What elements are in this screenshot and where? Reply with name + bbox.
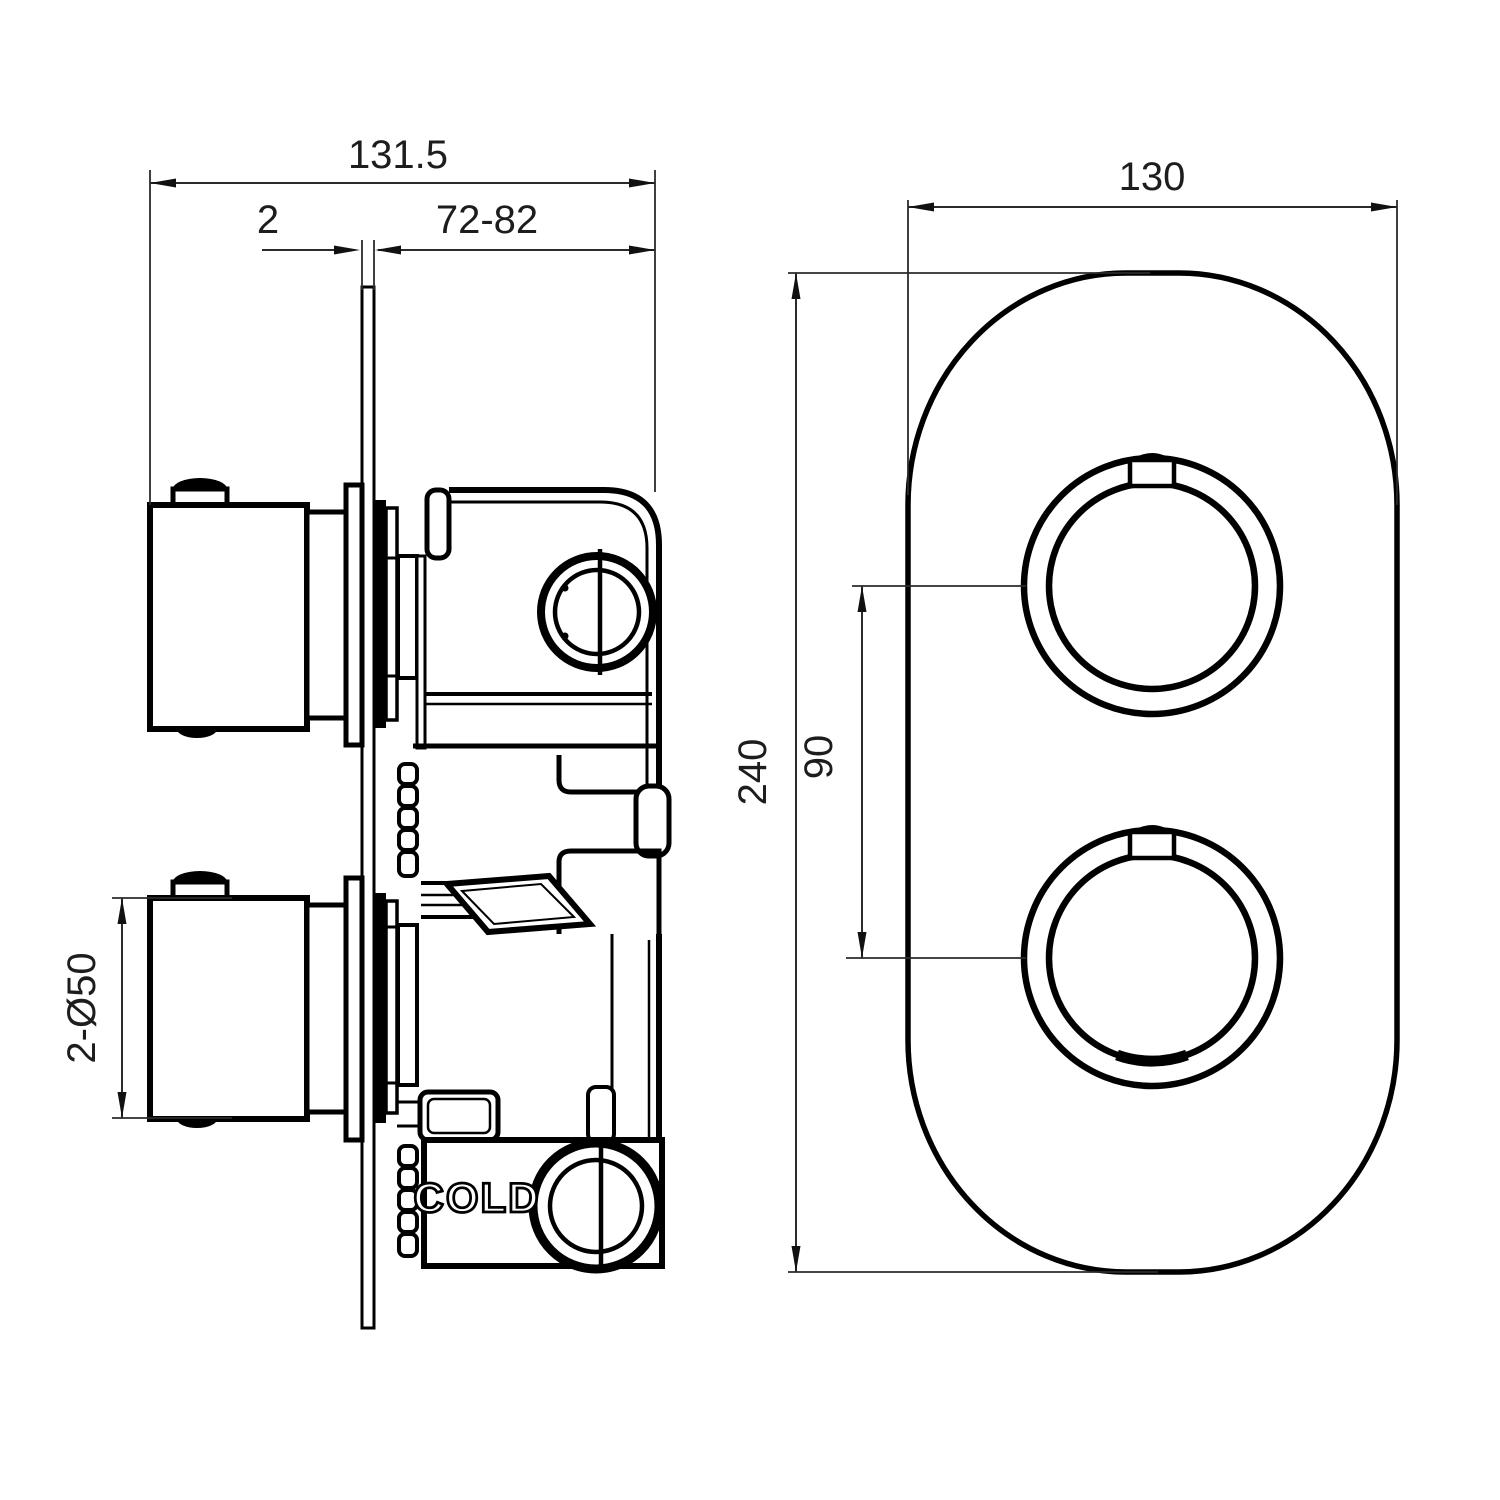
side-section-view: COLD 131.5 2 72-82 2-Ø50	[60, 133, 672, 1330]
dimension-install-depth-range: 72-82	[375, 198, 655, 255]
ext-lines-handles-diameter	[112, 897, 232, 1119]
lower-handle-neck	[304, 902, 349, 1115]
upper-screw-rib-stack	[397, 762, 419, 878]
lower-valve-housing: COLD	[397, 1089, 665, 1274]
dimension-handle-spacing: 90	[797, 585, 1026, 959]
lower-knob-inner-ring	[1045, 851, 1259, 1065]
upper-knob-indicator-tab	[1127, 457, 1177, 489]
upper-port-notch-1	[561, 584, 569, 592]
lower-mounting-bracket	[396, 923, 419, 1087]
lower-knob-indicator-tab	[1127, 829, 1177, 861]
lower-knob-front	[1020, 825, 1284, 1090]
dim-text-plate-thickness: 2	[257, 198, 279, 242]
dim-text-total-depth: 131.5	[348, 133, 448, 177]
arrow-left-icon	[375, 245, 401, 255]
wall-plate-edge	[360, 285, 376, 1330]
lower-connector-pipes	[397, 1100, 420, 1128]
arrow-right-icon	[334, 245, 360, 255]
arrow-up-icon	[857, 586, 867, 612]
dim-text-plate-width: 130	[1119, 155, 1186, 199]
dimension-total-depth: 131.5	[149, 133, 656, 505]
upper-handle-assembly	[147, 478, 419, 748]
upper-mounting-bracket	[396, 554, 419, 680]
upper-handle-neck	[304, 509, 349, 721]
cold-label: COLD	[414, 1174, 541, 1221]
upper-knob-inner-ring	[1045, 479, 1259, 693]
right-column-tab	[586, 1085, 616, 1144]
ext-lines-plate-thickness	[361, 240, 375, 290]
middle-connecting-section	[397, 762, 672, 1144]
ext-lines-plate-height	[788, 272, 1158, 1273]
upper-housing-step	[556, 755, 656, 795]
lower-gasket	[375, 893, 386, 1123]
upper-handle-button-cap	[173, 478, 227, 489]
arrow-down-icon	[117, 1092, 127, 1118]
dimension-handles-diameter: 2-Ø50	[60, 897, 232, 1119]
lower-screw-rib-stack	[397, 1144, 419, 1258]
dimension-plate-height: 240	[731, 272, 1158, 1273]
ext-lines-handle-spacing	[846, 585, 1026, 959]
lower-knob-bottom-mark	[1115, 1049, 1189, 1067]
lower-escutcheon-flange	[343, 875, 365, 1143]
lower-bracket-links	[386, 925, 398, 1085]
arrow-up-icon	[791, 273, 801, 299]
upper-backing-ring	[384, 506, 399, 722]
upper-handle-body	[147, 502, 310, 732]
ext-lines-plate-width	[907, 200, 1398, 505]
upper-outlet-port-outer	[537, 552, 657, 672]
lower-connector-block-inner	[426, 1097, 492, 1135]
dim-text-handle-spacing: 90	[797, 735, 841, 780]
dim-text-install-depth-range: 72-82	[436, 198, 538, 242]
arrow-left-icon	[150, 178, 176, 188]
upper-escutcheon-flange	[343, 482, 365, 748]
lower-handle-bottom-dome	[177, 1119, 217, 1128]
dim-text-handles-diameter: 2-Ø50	[60, 952, 104, 1063]
upper-valve-housing	[413, 487, 662, 795]
upper-housing-top-outline	[449, 487, 662, 790]
upper-housing-left-wall	[415, 554, 427, 750]
upper-knob-front	[1020, 453, 1284, 718]
upper-outlet-port-inner	[552, 567, 642, 657]
arrow-right-icon	[1371, 202, 1397, 212]
lower-handle-body	[147, 895, 310, 1122]
upper-port-notch-2	[561, 632, 569, 640]
arrow-right-icon	[629, 245, 655, 255]
right-connector-link	[633, 783, 672, 859]
lower-handle-button-cap	[173, 871, 227, 882]
upper-handle-bottom-dome	[177, 729, 217, 738]
dimension-plate-thickness: 2	[257, 198, 375, 290]
arrow-left-icon	[908, 202, 934, 212]
arrow-right-icon	[629, 178, 655, 188]
arrow-down-icon	[857, 932, 867, 958]
arrow-down-icon	[791, 1246, 801, 1272]
dimension-plate-width: 130	[907, 155, 1398, 505]
front-view: 130 240 90	[731, 155, 1400, 1275]
upper-bracket-links	[386, 556, 398, 678]
middle-block-outline	[556, 848, 662, 934]
upper-gasket	[375, 500, 386, 728]
oval-trim-plate	[905, 270, 1400, 1275]
diagonal-brace-inner	[459, 882, 577, 926]
upper-housing-top-inner-line	[449, 500, 649, 784]
cold-inlet-port-inner	[547, 1157, 645, 1255]
arrow-up-icon	[117, 898, 127, 924]
lower-backing-ring	[384, 899, 399, 1115]
lower-handle-assembly	[147, 871, 420, 1143]
upper-housing-left-tab	[424, 487, 452, 561]
dim-text-plate-height: 240	[731, 739, 775, 806]
ext-lines-total-depth	[149, 170, 656, 505]
